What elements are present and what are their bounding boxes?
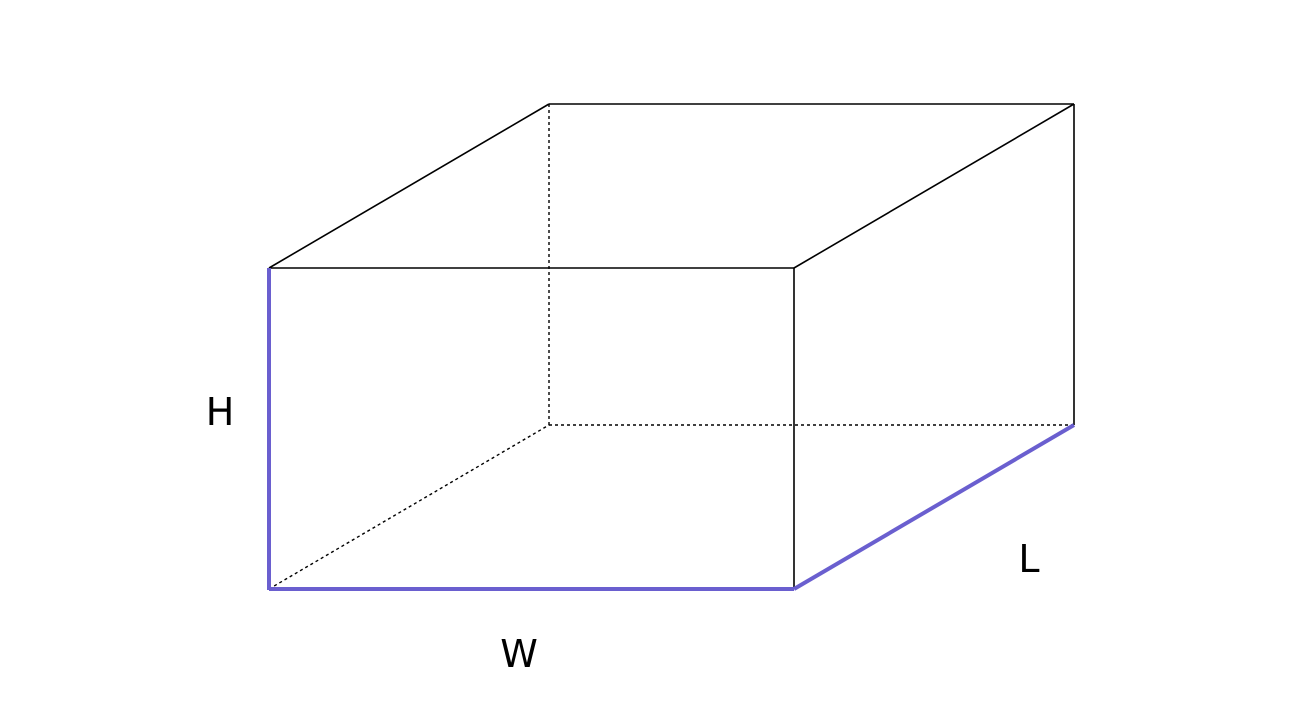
length-edge (792, 423, 1076, 591)
hidden-edge-bottom-diagonal (268, 424, 550, 590)
edge-top-right-diagonal (793, 103, 1075, 269)
length-label: L (1018, 537, 1039, 581)
width-label: W (500, 632, 538, 676)
height-label: H (206, 390, 235, 434)
edge-top-left-diagonal (268, 103, 550, 269)
